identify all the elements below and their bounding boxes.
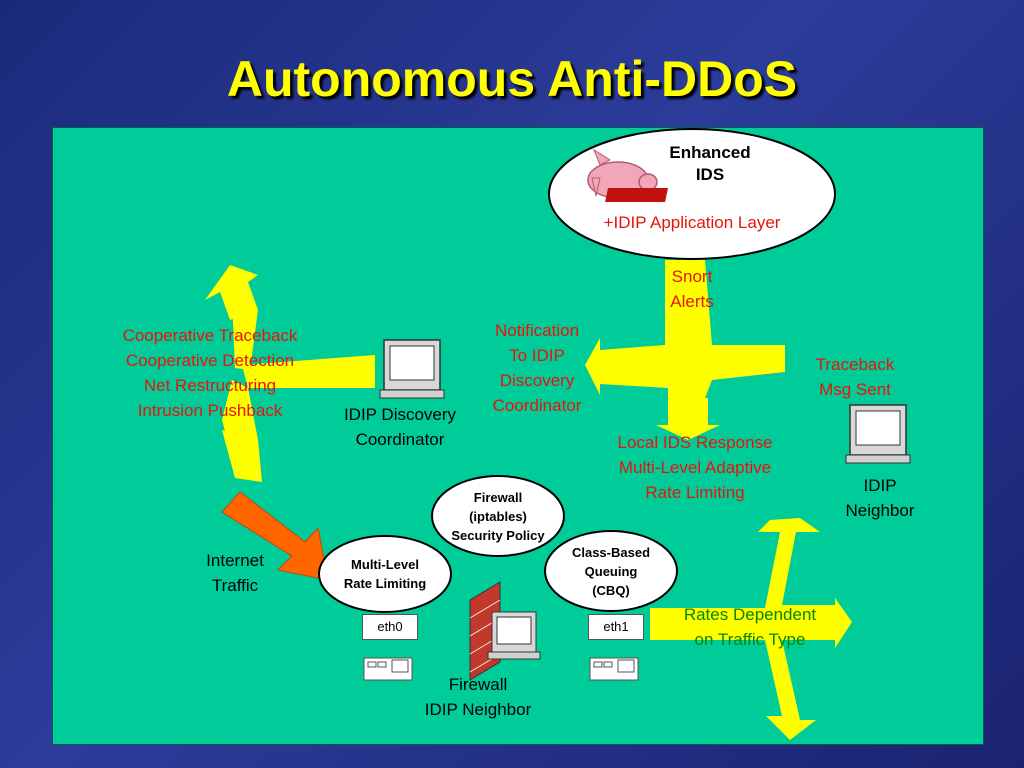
rates-arrow [650,518,852,740]
idip-neighbor-label: IDIP Neighbor [845,476,915,520]
idip-neighbor-computer-icon [845,404,911,464]
cbq-label: Class-Based Queuing (CBQ) [571,545,651,598]
multi-level-label: Multi-Level Rate Limiting [343,557,427,591]
discovery-coordinator-computer-icon [379,339,445,399]
traceback-sent-label: Traceback Msg Sent [815,355,895,399]
discovery-coordinator-label: IDIP Discovery Coordinator [343,405,457,449]
eth1-label: eth1 [588,614,644,640]
internet-traffic-arrow [221,491,329,581]
ids-line1: Enhanced [669,143,751,162]
cbq-oval [544,530,678,612]
notification-label: Notification To IDIP Discovery Coordinat… [492,321,582,415]
eth0-network-card-icon [363,657,413,681]
rates-dependent-label: Rates Dependent on Traffic Type [683,605,817,649]
firewall-policy-label: Firewall (iptables) Security Policy [451,490,545,543]
firewall-neighbor-label: Firewall IDIP Neighbor [424,675,532,719]
eth1-network-card-icon [589,657,639,681]
snort-alerts-label: Snort Alerts [670,267,714,311]
ids-line2: IDS [695,165,725,184]
multi-level-oval [318,535,452,613]
firewall-policy-oval [431,475,565,557]
local-ids-label: Local IDS Response Multi-Level Adaptive … [617,433,773,502]
ids-layer-label: +IDIP Application Layer [603,213,781,232]
coordination-arrow [205,265,375,482]
firewall-wall-icon [469,581,541,681]
snort-logo-text: SNORT [668,190,708,202]
coop-actions-label: Cooperative Traceback Cooperative Detect… [122,326,298,420]
snort-pig-icon: SNORT [587,148,708,202]
internet-traffic-label: Internet Traffic [206,551,264,595]
snort-alert-arrows [585,260,785,440]
slide-title: Autonomous Anti-DDoS [226,51,798,107]
eth0-label: eth0 [362,614,418,640]
